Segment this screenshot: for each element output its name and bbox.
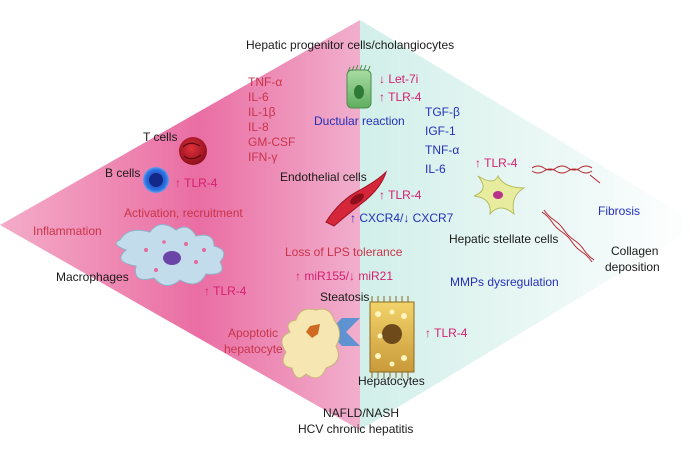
pink-region (0, 20, 360, 430)
bottom-title-nafld: NAFLD/NASH (323, 406, 400, 420)
activation-recruitment-label: Activation, recruitment (124, 206, 243, 220)
cytokine-item: TNF-α (248, 75, 283, 89)
stellate-tlr4-label: ↑ TLR-4 (475, 156, 518, 170)
steatosis-label: Steatosis (320, 290, 370, 304)
cytokine-item: IL-8 (248, 120, 269, 134)
cholangiocyte-tlr4-label: ↑ TLR-4 (379, 90, 422, 104)
b-cells-label: B cells (105, 166, 141, 180)
mirna-label: ↑ miR155/↓ miR21 (295, 269, 394, 283)
stellate-cell-icon (473, 174, 526, 216)
inflammation-label: Inflammation (33, 224, 102, 238)
fibrosis-fibre (531, 165, 601, 184)
teal-region (360, 20, 700, 430)
hepatocyte-icon (369, 296, 415, 378)
hepatocytes-tlr4-label: ↑ TLR-4 (425, 326, 468, 340)
cytokine-item: TNF-α (425, 143, 460, 157)
endothelial-cells-label: Endothelial cells (280, 170, 367, 184)
collagen-label-line2: deposition (605, 260, 660, 274)
mmp-dysregulation-label: MMPs dysregulation (450, 275, 559, 289)
cytokine-item: IL-6 (425, 162, 446, 176)
t-cell-icon (179, 137, 207, 165)
macrophages-label: Macrophages (56, 270, 129, 284)
top-title: Hepatic progenitor cells/cholangiocytes (246, 38, 455, 52)
t-cells-label: T cells (143, 130, 178, 144)
b-cells-tlr4-label: ↑ TLR-4 (175, 176, 218, 190)
endothelial-cell-icon (325, 170, 388, 227)
macrophage-icon (115, 224, 225, 286)
let7i-label: ↓ Let-7i (379, 72, 419, 86)
cholangiocyte-icon (346, 64, 372, 109)
ductular-reaction-label: Ductular reaction (314, 114, 405, 128)
collagen-label-line1: Collagen (611, 244, 659, 258)
loss-lps-tolerance-label: Loss of LPS tolerance (285, 245, 403, 259)
apoptotic-label-line2: hepatocyte (224, 342, 283, 356)
cytokine-item: IFN-γ (248, 150, 278, 164)
cytokine-item: TGF-β (425, 105, 460, 119)
cytokine-item: IL-1β (248, 105, 276, 119)
stellate-cells-label: Hepatic stellate cells (449, 232, 559, 246)
macrophages-tlr4-label: ↑ TLR-4 (204, 284, 247, 298)
apoptotic-hepatocyte-icon (281, 308, 340, 379)
apoptotic-label-line1: Apoptotic (228, 326, 279, 340)
cxcr-label: ↑ CXCR4/↓ CXCR7 (350, 211, 454, 225)
cytokine-item: GM-CSF (248, 135, 296, 149)
cytokine-item: IL-6 (248, 90, 269, 104)
endothelial-tlr4-label: ↑ TLR-4 (379, 188, 422, 202)
cytokine-list-blue: TGF-β IGF-1 TNF-α IL-6 (425, 103, 460, 179)
fibrosis-label: Fibrosis (598, 204, 641, 218)
bottom-title-hcv: HCV chronic hepatitis (298, 422, 414, 436)
cytokine-item: IGF-1 (425, 124, 456, 138)
cytokine-list-red: TNF-α IL-6 IL-1β IL-8 GM-CSF IFN-γ (248, 75, 295, 165)
collagen-fibre (541, 209, 595, 263)
hepatocytes-label: Hepatocytes (358, 374, 425, 388)
b-cell-icon (143, 167, 169, 193)
